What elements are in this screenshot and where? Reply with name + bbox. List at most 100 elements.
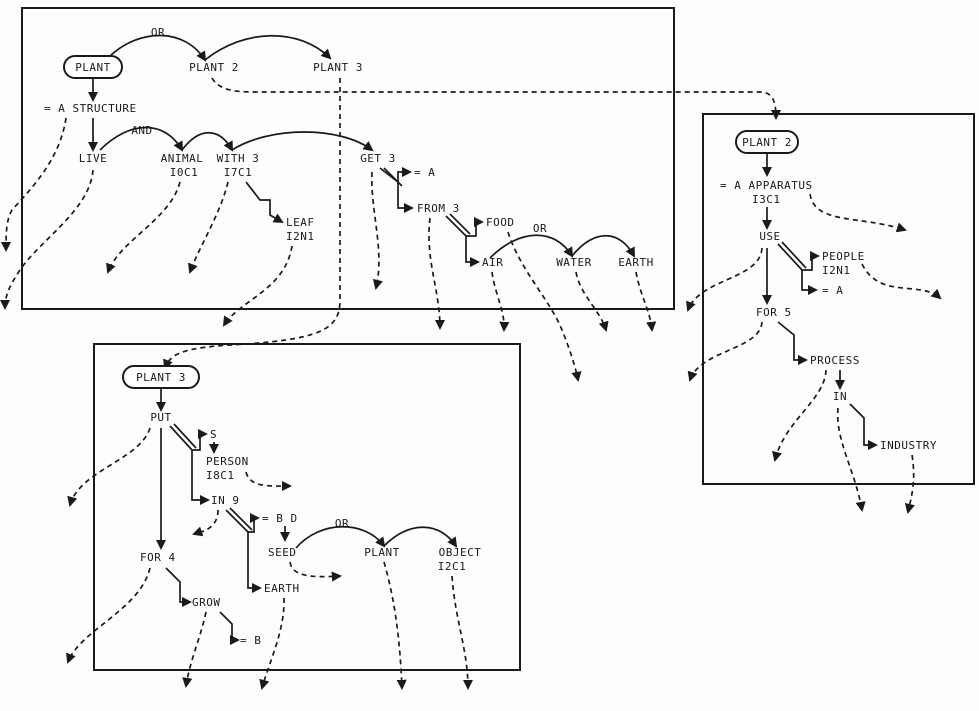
or-arc-plant — [295, 525, 386, 549]
or-arc-plant3 — [204, 34, 332, 61]
air-label: AIR — [482, 256, 503, 269]
grow-to-eq-b — [219, 611, 241, 646]
plant2-link — [211, 77, 782, 121]
put-dash — [67, 427, 151, 507]
for4-dash — [66, 567, 151, 664]
box3-earth-dash — [259, 597, 285, 690]
object-code: I2C1 — [438, 560, 467, 573]
put-to-in9 — [191, 450, 211, 506]
people-code: I2N1 — [822, 264, 851, 277]
from3-dash — [428, 217, 446, 331]
plant2-node-label: PLANT 2 — [742, 136, 792, 149]
food-dash — [507, 231, 582, 383]
object-label: OBJECT — [439, 546, 482, 559]
process-dash — [772, 369, 827, 462]
eq-bd-label: = B D — [262, 512, 298, 525]
or-arc-water — [489, 234, 574, 259]
in-label: IN — [833, 390, 847, 403]
and-arc-animal — [99, 126, 184, 152]
put-label: PUT — [150, 411, 171, 424]
earth-label: EARTH — [618, 256, 654, 269]
and-arc-get3 — [231, 131, 374, 152]
get3-label: GET 3 — [360, 152, 396, 165]
eq-b-label: = B — [240, 634, 261, 647]
or3-label: OR — [335, 517, 349, 530]
use-to-eq-a — [801, 270, 819, 296]
from3-double-stroke — [449, 213, 471, 235]
or2-label: OR — [533, 222, 547, 235]
live-label: LIVE — [79, 152, 108, 165]
for4-label: FOR 4 — [140, 551, 176, 564]
earth-dash — [635, 271, 657, 333]
leaf-code: I2N1 — [286, 230, 315, 243]
animal-code: I0C1 — [170, 166, 199, 179]
process-label: PROCESS — [810, 354, 860, 367]
in9-dash — [192, 509, 219, 537]
from3-to-food — [445, 215, 485, 237]
get3-to-from3 — [397, 182, 415, 214]
live-dash — [0, 169, 94, 311]
use-label: USE — [759, 230, 780, 243]
plant-node-label: PLANT — [75, 61, 111, 74]
use-to-people — [777, 243, 821, 271]
plant3-label: PLANT 3 — [313, 61, 363, 74]
for4-to-grow — [165, 567, 193, 608]
with3-dash — [188, 181, 229, 274]
in9-double-stroke — [229, 507, 253, 531]
grow-dash — [182, 611, 207, 689]
plant3-link — [163, 78, 341, 370]
and-label: AND — [131, 124, 152, 137]
get3-dash — [370, 171, 383, 290]
seed-label: SEED — [268, 546, 297, 559]
in9-label: IN 9 — [211, 494, 240, 507]
or-label: OR — [151, 26, 165, 39]
industry-label: INDUSTRY — [880, 439, 937, 452]
plant2-frame — [702, 113, 975, 485]
plant-frame — [21, 7, 675, 310]
box3-earth-label: EARTH — [264, 582, 300, 595]
get3-double-stroke — [383, 167, 403, 187]
plant3-node-label: PLANT 3 — [136, 371, 186, 384]
apparatus-label: = A APPARATUS — [720, 179, 813, 192]
animal-label: ANIMAL — [161, 152, 204, 165]
for5-dash — [687, 321, 763, 382]
s-label: S — [210, 428, 217, 441]
in9-to-eq-bd — [225, 509, 261, 533]
person-dash — [245, 471, 293, 492]
structure-dash — [0, 117, 67, 253]
with3-label: WITH 3 — [217, 152, 260, 165]
apparatus-code: I3C1 — [752, 193, 781, 206]
people-label: PEOPLE — [822, 250, 865, 263]
box2-eq-a-label: = A — [822, 284, 843, 297]
apparatus-dash — [809, 193, 907, 233]
air-dash — [491, 271, 510, 333]
use-double-stroke — [781, 241, 807, 269]
put-to-s — [169, 425, 209, 451]
leaf-label: LEAF — [286, 216, 315, 229]
person-label: PERSON — [206, 455, 249, 468]
from3-to-air — [465, 236, 481, 268]
in-to-industry — [849, 403, 879, 451]
structure-label: = A STRUCTURE — [44, 102, 137, 115]
leaf-dash — [222, 245, 293, 327]
for5-to-process — [777, 321, 809, 366]
in9-to-earth — [247, 532, 263, 594]
or-arc-plant2 — [109, 34, 207, 62]
with3-code: I7C1 — [224, 166, 253, 179]
for5-label: FOR 5 — [756, 306, 792, 319]
food-label: FOOD — [486, 216, 515, 229]
people-dash — [861, 263, 942, 300]
grow-label: GROW — [192, 596, 221, 609]
animal-dash — [106, 181, 181, 274]
plant-option-label: PLANT — [364, 546, 400, 559]
industry-dash — [904, 454, 915, 514]
or-arc-object — [383, 526, 458, 548]
plant-option-dash — [383, 561, 407, 691]
person-code: I8C1 — [206, 469, 235, 482]
water-label: WATER — [556, 256, 592, 269]
get3-to-eq-a — [379, 166, 413, 184]
from3-label: FROM 3 — [417, 202, 460, 215]
use-dash — [686, 247, 763, 312]
